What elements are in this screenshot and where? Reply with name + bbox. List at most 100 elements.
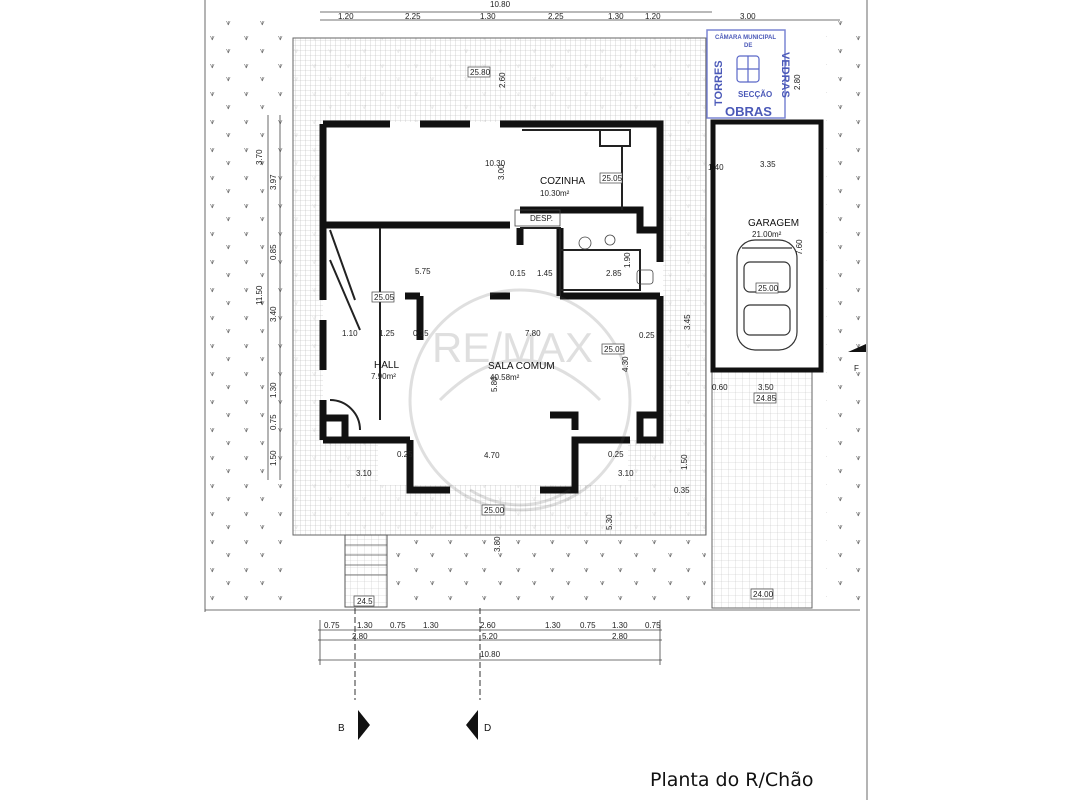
bottom-dim-1: 0.75	[324, 621, 340, 630]
dim-060: 0.60	[712, 383, 728, 392]
dim-110: 1.10	[342, 329, 358, 338]
car-icon	[736, 239, 798, 351]
stamp-line2: DE	[744, 43, 752, 49]
dim-garage-width: 3.35	[760, 160, 776, 169]
dim-garden: 3.80	[493, 536, 502, 552]
drawing-title: Planta do R/Chão	[650, 769, 813, 791]
dim-260: 2.60	[498, 72, 507, 88]
garden-right	[826, 20, 862, 608]
dim-035: 0.35	[674, 486, 690, 495]
top-dim-3: 1.30	[480, 12, 496, 21]
left-dim-5: 3.40	[269, 306, 278, 322]
section-d-label: D	[484, 723, 491, 734]
left-dim-1: 3.70	[255, 149, 264, 165]
bottom-dimension-lines: 0.75 1.30 0.75 1.30 2.60 1.30 0.75 1.30 …	[318, 620, 662, 665]
dim-025c: 0.25	[608, 450, 624, 459]
dim-hall-left: 3.10	[356, 469, 372, 478]
left-dim-3: 0.85	[269, 244, 278, 260]
dim-hall-inner: 1.25	[379, 329, 395, 338]
toilet-icon	[578, 236, 592, 250]
dim-bath-right: 2.85	[606, 269, 622, 278]
level-kitchen: 25.05	[602, 174, 623, 183]
level-tags: 25.80 25.05 25.05 25.05 25.00 25.00 24.8…	[353, 66, 779, 607]
bottom-dim-2: 1.30	[357, 621, 373, 630]
garden-front	[388, 538, 706, 608]
bottom-dim-7: 0.75	[580, 621, 596, 630]
dim-345: 3.45	[683, 314, 692, 330]
left-dim-2: 3.97	[269, 174, 278, 190]
house-walls	[319, 120, 664, 494]
pantry-label: DESP.	[530, 214, 553, 223]
section-b-arrow	[358, 710, 370, 740]
left-dimension-line: 3.70 3.97 0.85 11.50 3.40 1.30 0.75 1.50	[255, 115, 281, 480]
top-total: 10.80	[490, 0, 511, 9]
dim-kitchen-width: 10.30	[485, 159, 506, 168]
dim-025b: 0.25	[397, 450, 413, 459]
garage-outline	[712, 121, 822, 371]
left-dim-6: 1.30	[269, 382, 278, 398]
dim-garage-depth: 7.60	[795, 239, 804, 255]
dim-025a: 0.25	[639, 331, 655, 340]
top-dim-2: 2.25	[405, 12, 421, 21]
top-dim-1: 1.20	[338, 12, 354, 21]
left-dim-4: 11.50	[255, 285, 264, 305]
garage-wall	[710, 119, 824, 373]
top-dim-5: 1.30	[608, 12, 624, 21]
washbasin-icon	[636, 269, 654, 285]
kitchen-area: 10.30m²	[540, 189, 570, 198]
living-label: SALA COMUM	[488, 361, 555, 372]
dim-hall-width: 5.75	[415, 267, 431, 276]
entrance-path	[344, 534, 388, 608]
garden-left	[207, 20, 293, 608]
section-b-label: B	[338, 723, 345, 734]
dim-living-depth: 7.80	[525, 329, 541, 338]
entrance-steps	[345, 544, 387, 576]
driveway-paving	[711, 369, 813, 609]
section-f-label: F	[854, 364, 859, 373]
bottom-dim-6: 1.30	[545, 621, 561, 630]
dim-300: 3.00	[497, 164, 506, 180]
stamp-line1: CÂMARA MUNICIPAL	[715, 34, 776, 41]
kitchen-label: COZINHA	[540, 176, 585, 187]
left-dim-8: 1.50	[269, 450, 278, 466]
section-f-arrow	[848, 344, 866, 352]
dim-280: 2.80	[793, 74, 802, 90]
bottom-total: 10.80	[480, 650, 501, 659]
level-living: 25.05	[604, 345, 625, 354]
level-top: 25.80	[470, 68, 491, 77]
dim-living-height: 5.80	[490, 376, 499, 392]
dim-150: 1.50	[680, 454, 689, 470]
level-hall: 25.05	[374, 293, 395, 302]
bottom-dim-row2-3: 2.80	[612, 632, 628, 641]
bottom-dim-row2-2: 5.20	[482, 632, 498, 641]
top-dim-6: 1.20	[645, 12, 661, 21]
dim-015b: 0.15	[510, 269, 526, 278]
section-d-arrow	[466, 710, 478, 740]
stamp-city-left: TORRES	[713, 60, 725, 106]
bidet-icon	[604, 234, 616, 246]
dim-front-right: 3.10	[618, 469, 634, 478]
garage-area: 21.00m²	[752, 230, 782, 239]
dim-015a: 0.15	[413, 329, 429, 338]
level-terrace: 25.00	[484, 506, 505, 515]
dim-bath-height: 1.90	[623, 252, 632, 268]
inner-dimensions: 10.30 5.75 7.80 5.80 4.70 3.10 3.10 3.35…	[342, 72, 804, 552]
left-dim-7: 0.75	[269, 414, 278, 430]
stamp-section: SECÇÃO	[738, 90, 772, 99]
top-dimension-line: 10.80 1.20 2.25 1.30 2.25 1.30 1.20 3.00	[320, 0, 840, 21]
dim-bath-width: 1.45	[537, 269, 553, 278]
crest-icon	[736, 55, 760, 83]
level-stairs: 24.5	[357, 597, 373, 606]
living-area: 40.58m²	[490, 373, 520, 382]
watermark-text: RE/MAX	[432, 324, 593, 371]
dim-140: 1.40	[708, 163, 724, 172]
stamp-city-right: VEDRAS	[779, 52, 791, 98]
bottom-dim-9: 0.75	[645, 621, 661, 630]
bottom-dim-8: 1.30	[612, 621, 628, 630]
pantry-box	[514, 209, 561, 227]
stamp-dept: OBRAS	[725, 104, 772, 119]
bottom-dim-row2-1: 2.80	[352, 632, 368, 641]
section-cuts: B D F	[338, 344, 866, 740]
garage-label: GARAGEM	[748, 218, 799, 229]
